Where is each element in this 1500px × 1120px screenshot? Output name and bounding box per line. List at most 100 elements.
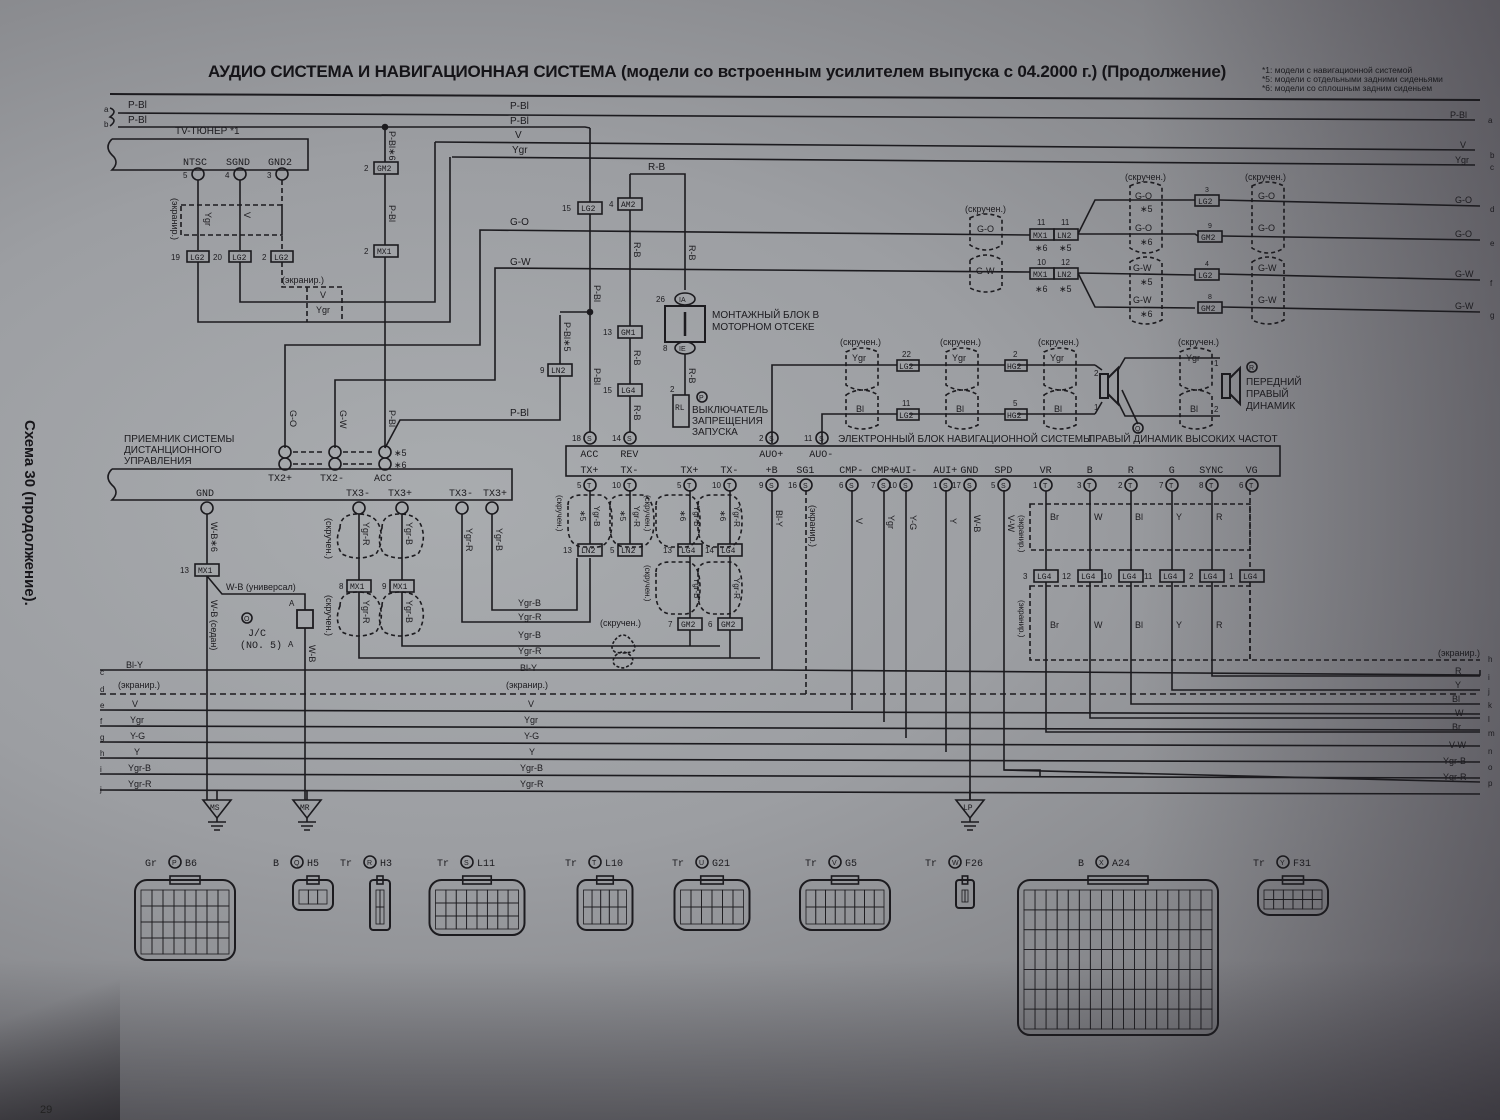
connector-cavity — [1134, 1008, 1147, 1030]
connector-cavity — [151, 889, 164, 907]
bus-letter: e — [1490, 239, 1495, 248]
connector-cavity — [206, 889, 219, 907]
wire-label: G-O — [1258, 191, 1275, 201]
connector-cavity — [844, 906, 856, 925]
earth-icon — [208, 818, 226, 831]
connector-letter: T — [1249, 483, 1254, 490]
connector-cavity — [732, 906, 744, 925]
connector-cavity — [1101, 909, 1113, 931]
wire-rb-top — [630, 173, 686, 290]
connector-cavity — [497, 915, 509, 930]
connector-pin: 11 — [1144, 572, 1153, 581]
pin-name: R — [1128, 466, 1134, 477]
wire-label: Ygr — [316, 305, 330, 315]
ecu-bottom-pins: TX+T5TX-T10TX+T5TX-T10+BS9SG1S16CMP-S6CM… — [577, 466, 1259, 492]
pin-name: TX3+ — [483, 489, 507, 500]
connector-cavity — [1167, 889, 1180, 911]
bus-letter: g — [100, 733, 104, 742]
wire-label: G-O — [1258, 223, 1275, 233]
connector-color: Tr — [437, 859, 449, 870]
connector-cavity — [217, 921, 230, 939]
ecu-tx-wiring: (скручен.) (скручен.) (скручен.) ∗5 Ygr-… — [555, 490, 743, 669]
connector-latch — [595, 875, 615, 885]
connector-cavity — [1311, 889, 1323, 900]
splice-point — [381, 123, 389, 131]
bus-wires — [99, 709, 1481, 795]
connector-cavity — [507, 902, 519, 917]
pin-number: 16 — [788, 481, 797, 490]
connector-cavity — [1167, 909, 1180, 931]
connector-cavity — [617, 889, 627, 908]
wire-label: Ygr — [1455, 155, 1469, 165]
footnote: *5: модели с отдельными задними сиденьям… — [1262, 74, 1443, 84]
connector-cavity — [1023, 949, 1036, 970]
connector-letter-badge — [460, 855, 474, 869]
connector-pin: 8 — [1208, 294, 1212, 301]
twisted-pair — [969, 213, 1003, 293]
connector-cavity — [1034, 909, 1047, 931]
twisted-pair — [1043, 347, 1077, 430]
connector-color: B — [1078, 859, 1084, 870]
wire-label: Ygr-B — [494, 528, 504, 551]
connector-pin: 9 — [1208, 223, 1212, 230]
connector-cavity — [1056, 988, 1069, 1010]
wire-label: (экранир.) — [506, 680, 548, 690]
pin-number: 18 — [572, 434, 581, 443]
twisted-label: (скручен.) — [555, 495, 564, 532]
connector-cavity — [825, 889, 836, 908]
connector-letter: W — [952, 860, 959, 867]
connector-pin: 4 — [1205, 261, 1209, 268]
tweeter-to-speaker — [1117, 357, 1220, 417]
connector-cavity — [1112, 909, 1124, 931]
connector-cavity — [583, 906, 593, 925]
connector-ln2 — [617, 543, 643, 557]
pin-number: 5 — [991, 481, 996, 490]
connector-m-terminal — [200, 501, 214, 515]
connector-id: MX1 — [1033, 271, 1048, 280]
pin-number: 6 — [839, 481, 844, 490]
connector-latch — [461, 875, 493, 885]
wire-label: V — [242, 212, 252, 218]
connector-id: LG2 — [1198, 272, 1213, 281]
connector-cavity — [1034, 929, 1047, 950]
connector-letter: T — [1128, 483, 1133, 490]
connector-cavity — [1056, 909, 1069, 931]
wire-label: Ygr-R — [518, 612, 542, 622]
connector-pin: 12 — [1062, 572, 1071, 581]
variant-mark: ∗6 — [718, 510, 727, 522]
connector-cavity — [195, 937, 208, 955]
pin-number: 2 — [759, 434, 764, 443]
pin-name: TX+ — [680, 466, 698, 477]
connector-cavity — [583, 889, 593, 908]
wire-label: G-W — [1258, 263, 1277, 273]
ground-id: LP — [963, 804, 973, 813]
connector-cavity — [1045, 988, 1058, 1010]
connector-pin: 1 — [1229, 572, 1234, 581]
top-bus: a b P-Bl P-Bl P-Bl P-Bl V Ygr P-Bl V Ygr… — [104, 100, 1495, 172]
connector-cavity — [1189, 988, 1202, 1010]
connector-id: IA — [679, 297, 686, 304]
connector-cavity — [379, 906, 385, 925]
variant-mark: ∗6 — [1035, 284, 1048, 294]
connector-pin: 2 — [670, 385, 675, 394]
variant-mark: ∗6 — [1140, 237, 1153, 247]
connector-letter: T — [587, 483, 592, 490]
connector-id: LG4 — [1243, 573, 1258, 582]
connector-cavity — [1056, 949, 1069, 970]
connector-letter: S — [881, 483, 886, 490]
connector-cavity — [206, 937, 219, 955]
ecu-terminal — [1245, 478, 1259, 492]
connector-letter: T — [627, 483, 632, 490]
connector-cavity — [1292, 899, 1304, 910]
pin-name: GND — [960, 466, 978, 477]
variant-mark: ∗5 — [394, 448, 407, 458]
wire-label: Ygr — [203, 212, 213, 226]
wire-label: P-Bl — [1450, 110, 1467, 120]
start-inhibit-switch — [672, 394, 690, 428]
connector-pin: 15 — [562, 204, 571, 213]
